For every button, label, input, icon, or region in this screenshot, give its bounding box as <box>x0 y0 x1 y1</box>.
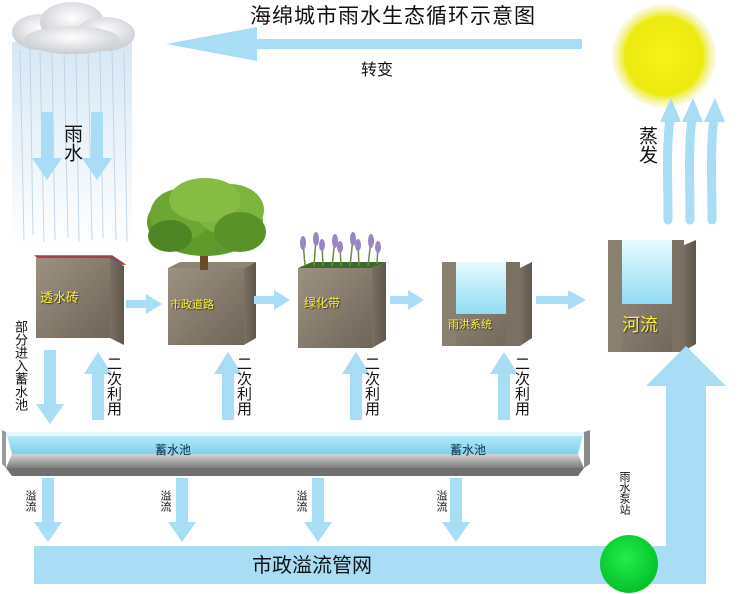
rain-cloud-icon <box>12 2 135 247</box>
diagram-title: 海绵城市雨水生态循环示意图 <box>250 4 536 28</box>
reuse-label: 二次利用 <box>363 356 381 416</box>
rain-down-arrow-left <box>32 112 62 180</box>
reuse-arrow-1 <box>84 352 112 420</box>
pool-label: 蓄水池 <box>450 443 487 457</box>
stage-cube-green-belt <box>298 232 386 348</box>
stage-cube-permeable-brick <box>33 255 127 345</box>
overflow-network-label: 市政溢流管网 <box>252 553 372 577</box>
overflow-label: 溢流 <box>295 490 308 512</box>
overflow-label: 溢流 <box>159 490 172 512</box>
stage-cube-stormwater-system <box>442 262 532 346</box>
evaporation-label: 蒸发 <box>636 126 658 164</box>
stage-label-green-belt: 绿化带 <box>304 296 341 310</box>
overflow-label: 溢流 <box>435 490 448 512</box>
stage-label-municipal-road: 市政道路 <box>170 298 214 311</box>
overflow-arrow-2 <box>168 478 196 542</box>
reuse-arrow-4 <box>490 352 518 420</box>
to-river-arrow <box>606 346 726 584</box>
pump-station-label: 雨水泵站 <box>618 471 631 515</box>
overflow-network-arrow <box>34 546 606 584</box>
stage-label-river: 河流 <box>622 315 658 336</box>
rain-down-arrow-right <box>82 112 112 180</box>
stage-label-permeable-brick: 透水砖 <box>40 291 80 306</box>
overflow-arrow-4 <box>442 478 470 542</box>
stage-label-stormwater-system: 雨洪系统 <box>448 318 492 331</box>
overflow-arrow-1 <box>34 478 62 542</box>
flow-arrow-4 <box>536 290 586 310</box>
flow-arrow-2 <box>254 290 290 310</box>
rain-label: 雨水 <box>61 124 83 162</box>
reuse-label: 二次利用 <box>235 356 253 416</box>
transform-arrow <box>166 27 582 61</box>
reuse-arrow-3 <box>342 352 370 420</box>
overflow-arrow-3 <box>304 478 332 542</box>
flow-arrow-3 <box>390 290 424 310</box>
into-pool-arrow <box>36 350 64 424</box>
reuse-label: 二次利用 <box>513 356 531 416</box>
transform-label: 转变 <box>361 60 394 79</box>
stage-cube-river <box>608 240 696 352</box>
partial-into-pool-label: 部分进入蓄水池 <box>12 320 27 411</box>
pool-label: 蓄水池 <box>155 443 192 457</box>
overflow-label: 溢流 <box>24 490 37 512</box>
storage-pool <box>2 430 590 476</box>
evaporation-arrows <box>663 113 719 225</box>
sun-icon <box>612 4 716 108</box>
flow-arrow-1 <box>126 294 162 314</box>
stage-cube-municipal-road <box>147 178 266 345</box>
pump-station-icon <box>600 535 658 593</box>
reuse-label: 二次利用 <box>105 356 123 416</box>
reuse-arrow-2 <box>214 352 242 420</box>
